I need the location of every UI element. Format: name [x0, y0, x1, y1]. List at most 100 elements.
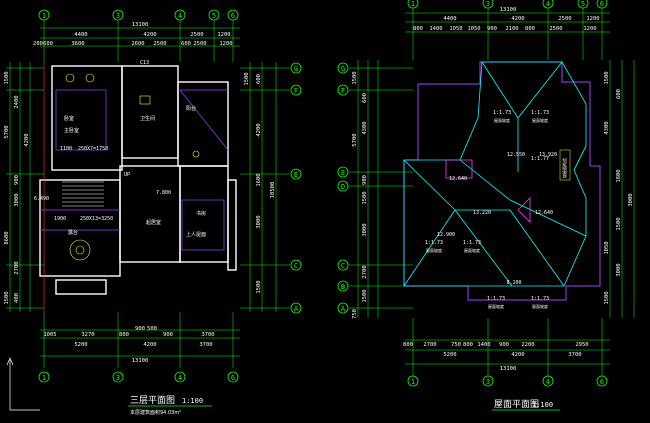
- right-dim-left: 900: [362, 175, 368, 185]
- room-label: 阳台: [186, 105, 196, 112]
- left-dim-bottom-overall: 13100: [132, 358, 149, 364]
- left-walls: [39, 65, 237, 295]
- left-dim-top: 4400: [74, 32, 87, 38]
- right-dim-top2: 2100: [505, 26, 518, 32]
- left-dim-top2: 600: [43, 41, 53, 47]
- room-label: 起居室: [146, 219, 161, 226]
- slope-note: 屋面坡度: [426, 247, 442, 253]
- right-dim-top2: 1050: [467, 26, 480, 32]
- right-axis-left-label: C: [341, 262, 345, 270]
- right-dim-top: 4400: [443, 16, 456, 22]
- right-dim-right: 1500: [604, 71, 610, 84]
- left-axis-top: [38, 9, 239, 21]
- left-axis-right-label: G: [294, 65, 298, 73]
- left-plan-area-note: 本层建筑面积94.03m²: [130, 409, 181, 416]
- left-dim-bottom: 800: [119, 332, 129, 338]
- right-dim-right: 1500: [616, 217, 622, 230]
- right-dim-bottom: 2950: [575, 342, 588, 348]
- fixture-icon: [85, 73, 95, 83]
- left-dim-top2: 2500: [153, 41, 166, 47]
- slope-note: 屋面坡度: [488, 303, 504, 309]
- slope-label: 1:1.73: [425, 240, 443, 246]
- room-label: 主卧室: [64, 127, 79, 134]
- right-dim-bottom: 2200: [521, 342, 534, 348]
- right-dim-bottom-overall: 13100: [500, 366, 517, 372]
- left-dim-bottom2: 4200: [143, 342, 156, 348]
- left-dim-bottom2: 5200: [74, 342, 87, 348]
- left-dim-top2: 1200: [219, 41, 232, 47]
- left-axis-right-label: C: [294, 262, 298, 270]
- right-dim-left: 600: [362, 93, 368, 103]
- left-dim-right: 4200: [256, 123, 262, 136]
- left-dim-bottom: 1005: [43, 332, 56, 338]
- room-label: 卧室: [64, 115, 74, 122]
- roof-ridges: [403, 61, 587, 287]
- left-dim-left: 8600: [4, 231, 10, 244]
- slope-note: 屋面坡度: [532, 117, 548, 123]
- left-dim-left: 900: [14, 175, 20, 185]
- right-dim-top: 4200: [511, 16, 524, 22]
- left-axis-top-label: 5: [212, 12, 216, 20]
- elevation-label: 13.220: [473, 210, 491, 216]
- slope-note: 屋面坡度: [494, 117, 510, 123]
- slope-note: 屋面坡度: [464, 247, 480, 253]
- right-axis-left: [337, 62, 349, 314]
- right-plan-title: 屋面平面图: [494, 399, 539, 410]
- left-dim-top2: 600: [181, 41, 191, 47]
- room-label: 上人屋面: [186, 231, 206, 238]
- left-note: 1900: [54, 216, 66, 222]
- elevation-label: 13.920: [539, 152, 557, 158]
- right-dim-top2: 800: [525, 26, 535, 32]
- left-dim-left: 2400: [14, 95, 20, 108]
- ucs-icon: [6, 357, 40, 411]
- left-dim-right: 1500: [244, 72, 250, 85]
- elevation-label: 12.900: [437, 232, 455, 238]
- right-dim-left: 4300: [362, 121, 368, 134]
- right-dim-top2: 2500: [549, 26, 562, 32]
- right-dim-bottom2: 4200: [511, 352, 524, 358]
- right-dim-bottom: 2700: [423, 342, 436, 348]
- right-dim-right: 600: [616, 89, 622, 99]
- left-dim-top2: 200: [33, 41, 43, 47]
- chimney-icon: [559, 149, 571, 181]
- right-dim-right: 1500: [604, 291, 610, 304]
- dining-table-icon: [69, 239, 91, 261]
- right-dim-left: 1500: [362, 289, 368, 302]
- right-dim-left: 2700: [362, 265, 368, 278]
- right-axis-bottom-label: 3: [486, 378, 490, 386]
- left-dim-top2: 2600: [131, 41, 144, 47]
- right-dim-left: 5700: [352, 133, 358, 146]
- left-dim-bottom: 3270: [81, 332, 94, 338]
- left-dim-left: 1500: [4, 71, 10, 84]
- right-dim-left: 1500: [352, 71, 358, 84]
- left-dim-left: 3000: [14, 193, 20, 206]
- left-dim-left: 1500: [4, 291, 10, 304]
- right-axis-left-label: A: [341, 305, 346, 313]
- right-dim-right: 3000: [616, 263, 622, 276]
- right-dim-top2: 1200: [583, 26, 596, 32]
- left-dim-left: 4200: [24, 133, 30, 146]
- right-dim-right: 4300: [604, 121, 610, 134]
- left-dim-top-overall: 13100: [132, 22, 149, 28]
- right-dim-top: 1200: [586, 16, 599, 22]
- left-plan-scale: 1:100: [182, 397, 203, 405]
- right-dim-top-overall: 13100: [500, 7, 517, 13]
- right-dim-left: 750: [352, 309, 358, 319]
- left-note: C13: [140, 60, 149, 66]
- left-axis-bottom-label: 3: [116, 374, 120, 382]
- elevation-label: 8.100: [506, 280, 521, 286]
- left-note: 250X7=1750: [78, 146, 108, 152]
- left-note: UP: [124, 172, 130, 178]
- left-dim-right: 1600: [256, 173, 262, 186]
- right-dim-top2: 900: [487, 26, 497, 32]
- skylight-icon: [517, 197, 531, 223]
- right-axis-left-label: E: [341, 169, 345, 177]
- left-axis-bottom-label: 6: [231, 374, 235, 382]
- right-axis-bottom: [407, 375, 608, 387]
- left-dim-top2: 3600: [71, 41, 84, 47]
- left-dim-top: 2500: [190, 32, 203, 38]
- right-plan-scale: 1:100: [532, 401, 553, 409]
- roof-side-note: 坡屋面构造: [561, 158, 567, 178]
- right-axis-left-label: G: [341, 65, 345, 73]
